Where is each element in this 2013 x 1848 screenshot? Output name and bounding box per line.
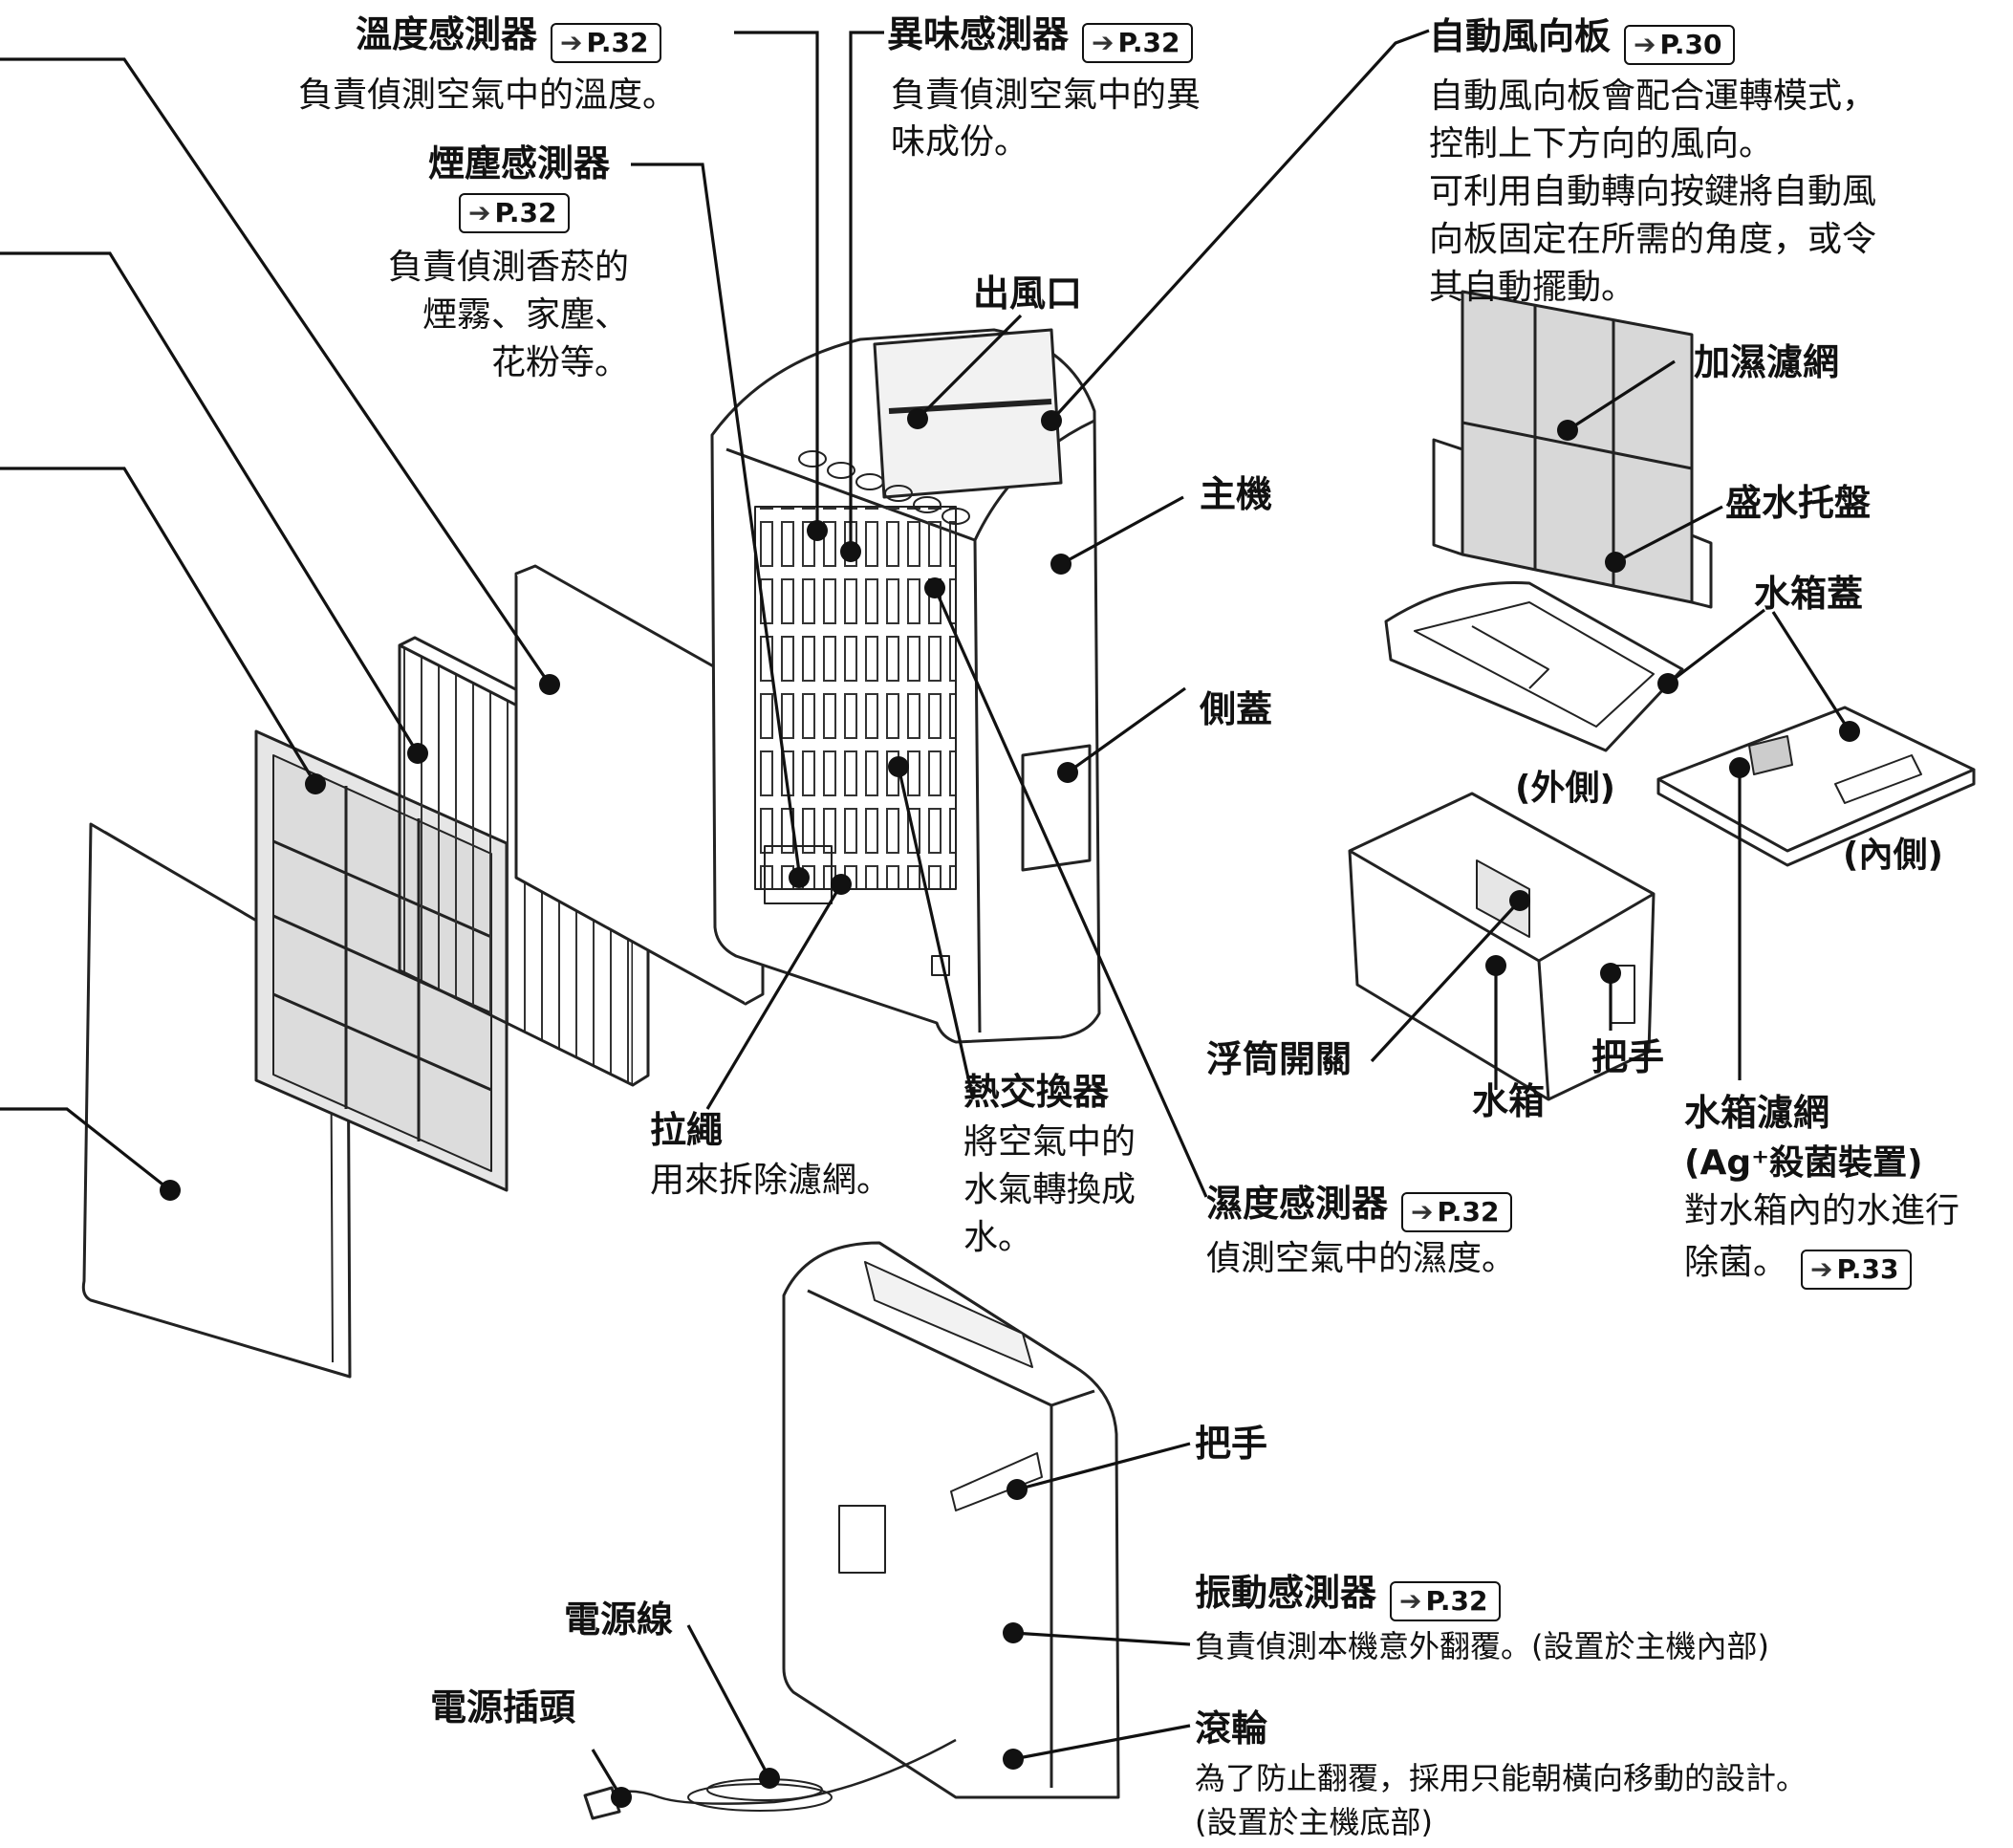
odor-sensor-desc-line2: 味成份。 [891, 122, 1029, 162]
dust-sensor-desc-line1: 負責偵測香菸的 [387, 248, 629, 287]
louver-desc-line3: 可利用自動轉向按鍵將自動風 [1429, 172, 1877, 211]
side-cover-label: 側蓋 [1200, 688, 1273, 730]
dust-sensor-ref-text: P.32 [494, 197, 557, 228]
casters-desc-line1: 為了防止翻覆，採用只能朝橫向移動的設計。 [1195, 1760, 1807, 1796]
arrow-right-icon: ➔ [1411, 1195, 1434, 1228]
power-cord-label: 電源線 [564, 1598, 674, 1641]
tank-cover-label: 水箱蓋 [1754, 573, 1864, 615]
tank-filter-page-ref[interactable]: ➔P.33 [1801, 1249, 1913, 1290]
humidity-sensor-label: 濕度感測器 ➔P.32 [1206, 1181, 1513, 1232]
float-switch-label: 浮筒開關 [1206, 1038, 1353, 1080]
power-plug-label: 電源插頭 [430, 1686, 576, 1728]
humidity-sensor-ref-text: P.32 [1437, 1195, 1500, 1228]
inside-view-label: (內側) [1843, 836, 1943, 875]
humidifying-filter [1432, 290, 1713, 609]
vibration-sensor-page-ref[interactable]: ➔P.32 [1390, 1580, 1502, 1621]
vibration-sensor-label: 振動感測器 ➔P.32 [1195, 1570, 1502, 1621]
louver-title: 自動風向板 [1429, 15, 1612, 57]
arrow-right-icon: ➔ [1634, 28, 1656, 60]
dust-sensor-page-ref-wrap: ➔P.32 [459, 193, 571, 233]
pull-cord-title: 拉繩 [650, 1109, 724, 1151]
arrow-right-icon: ➔ [1092, 26, 1115, 58]
tank-filter-line3: 除菌。 ➔P.33 [1684, 1239, 1913, 1290]
vibration-sensor-desc: 負責偵測本機意外翻覆。(設置於主機內部) [1195, 1628, 1769, 1664]
louver-desc-line4: 向板固定在所需的角度，或令 [1429, 220, 1877, 259]
casters-desc-line2: (設置於主機底部) [1195, 1804, 1433, 1840]
heat-exchanger-title: 熱交換器 [963, 1071, 1110, 1113]
main-unit-drawing [710, 328, 1101, 1044]
arrow-right-icon: ➔ [560, 26, 583, 58]
louver-desc-line5: 其自動擺動。 [1429, 268, 1636, 307]
tank-filter-desc-line1: (Ag⁺殺菌裝置) [1684, 1143, 1923, 1183]
heat-exchanger-desc-line3: 水。 [963, 1218, 1033, 1257]
tank-filter-ref-text: P.33 [1836, 1252, 1899, 1285]
louver-label: 自動風向板 ➔P.30 [1429, 13, 1736, 65]
temp-sensor-title: 溫度感測器 [356, 13, 538, 55]
vibration-sensor-ref-text: P.32 [1425, 1584, 1488, 1617]
dust-sensor-page-ref[interactable]: ➔P.32 [459, 193, 571, 233]
arrow-right-icon: ➔ [1399, 1584, 1422, 1617]
odor-sensor-page-ref[interactable]: ➔P.32 [1082, 22, 1194, 63]
tank-filter-title: 水箱濾網 [1684, 1092, 1830, 1134]
tank-filter-desc-line3: 除菌。 [1684, 1243, 1788, 1282]
arrow-right-icon: ➔ [468, 197, 491, 228]
temp-sensor-page-ref[interactable]: ➔P.32 [551, 22, 662, 63]
heat-exchanger-desc-line2: 水氣轉換成 [963, 1170, 1136, 1209]
dust-sensor-desc-line3: 花粉等。 [490, 343, 629, 382]
temp-sensor-ref-text: P.32 [586, 26, 649, 58]
air-outlet-label: 出風口 [973, 272, 1083, 315]
main-unit-label: 主機 [1200, 473, 1273, 515]
vibration-sensor-title: 振動感測器 [1195, 1572, 1377, 1614]
louver-desc-line1: 自動風向板會配合運轉模式， [1429, 76, 1877, 116]
tank-cover [1656, 706, 1976, 867]
water-tray [1384, 581, 1684, 752]
tank-filter-desc-line2: 對水箱內的水進行 [1684, 1191, 1960, 1230]
heat-exchanger-desc-line1: 將空氣中的 [963, 1122, 1136, 1162]
odor-sensor-label: 異味感測器 ➔P.32 [887, 11, 1194, 63]
water-tray-label: 盛水托盤 [1725, 482, 1872, 524]
arrow-right-icon: ➔ [1810, 1252, 1833, 1285]
louver-page-ref[interactable]: ➔P.30 [1624, 24, 1736, 65]
temp-sensor-desc: 負責偵測空氣中的溫度。 [298, 76, 678, 115]
pull-cord-desc: 用來拆除濾網。 [650, 1161, 892, 1200]
louver-desc-line2: 控制上下方向的風向。 [1429, 124, 1774, 163]
louver-ref-text: P.30 [1659, 28, 1722, 60]
assembled-unit-drawing [782, 1241, 1120, 1799]
water-tank-drawing [1348, 792, 1656, 1101]
dust-sensor-desc-line2: 煙霧、家塵、 [422, 295, 629, 335]
humidity-sensor-title: 濕度感測器 [1206, 1183, 1389, 1225]
temp-sensor-label: 溫度感測器 ➔P.32 [356, 11, 662, 63]
odor-sensor-ref-text: P.32 [1117, 26, 1180, 58]
humidifying-filter-label: 加濕濾網 [1694, 341, 1840, 383]
odor-sensor-desc-line1: 負責偵測空氣中的異 [891, 76, 1201, 115]
humidity-sensor-desc: 偵測空氣中的濕度。 [1206, 1239, 1517, 1278]
main-handle-label: 把手 [1195, 1423, 1268, 1465]
outside-view-label: (外側) [1515, 769, 1615, 808]
casters-title: 滾輪 [1195, 1707, 1268, 1750]
humidity-sensor-page-ref[interactable]: ➔P.32 [1401, 1191, 1513, 1232]
dust-sensor-title: 煙塵感測器 [428, 142, 611, 185]
odor-sensor-title: 異味感測器 [887, 13, 1070, 55]
water-tank-label: 水箱 [1472, 1080, 1546, 1122]
tank-handle-label: 把手 [1591, 1036, 1665, 1078]
power-cord-drawing [583, 1738, 957, 1820]
deodorizing-filter [514, 564, 765, 1006]
